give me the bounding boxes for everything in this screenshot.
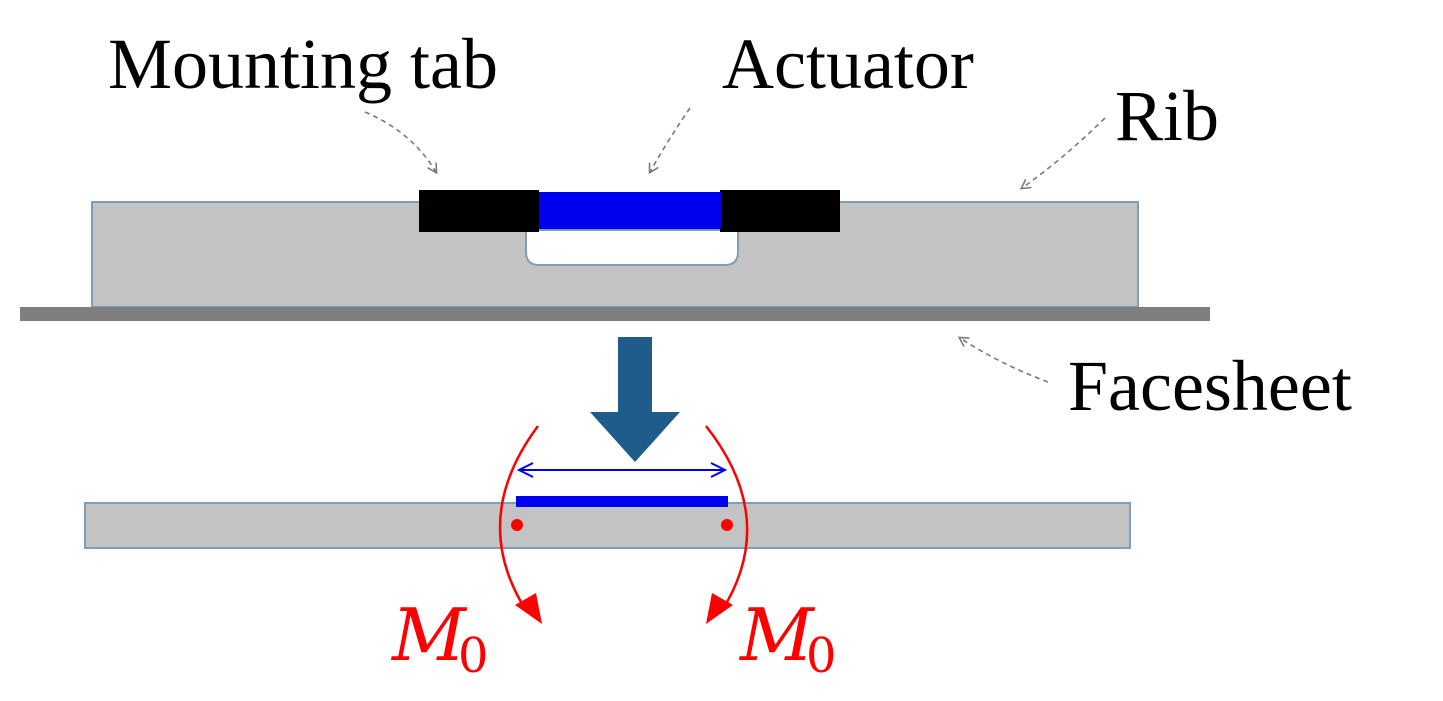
actuator [539, 192, 721, 229]
moment-arrow-left [498, 425, 542, 624]
mounting-tab-left [419, 190, 539, 232]
facesheet-label: Facesheet [1068, 346, 1352, 426]
plate [84, 502, 1131, 549]
moment-point-left [511, 519, 523, 531]
actuator-label: Actuator [722, 24, 974, 104]
moment-symbol: M [390, 593, 468, 677]
actuator-leader [648, 107, 691, 175]
moment-label-left: M 0 [390, 593, 489, 684]
down-arrow [590, 337, 680, 462]
facesheet-leader [957, 336, 1049, 383]
moment-subscript: 0 [806, 628, 837, 684]
moment-arrow-right [705, 425, 749, 624]
mounting-tab-leader [364, 111, 438, 175]
rib-leader [1019, 117, 1106, 190]
mounting-tab-label: Mounting tab [108, 24, 498, 104]
mounting-tab-right [720, 190, 840, 232]
bottom-model [84, 462, 1131, 549]
moment-point-right [721, 519, 733, 531]
moment-label-right: M 0 [738, 593, 837, 684]
moment-subscript: 0 [458, 628, 489, 684]
rib-label: Rib [1115, 76, 1219, 156]
moment-symbol: M [738, 593, 816, 677]
actuator-line [516, 496, 728, 507]
facesheet [20, 307, 1210, 321]
top-assembly [20, 190, 1210, 321]
